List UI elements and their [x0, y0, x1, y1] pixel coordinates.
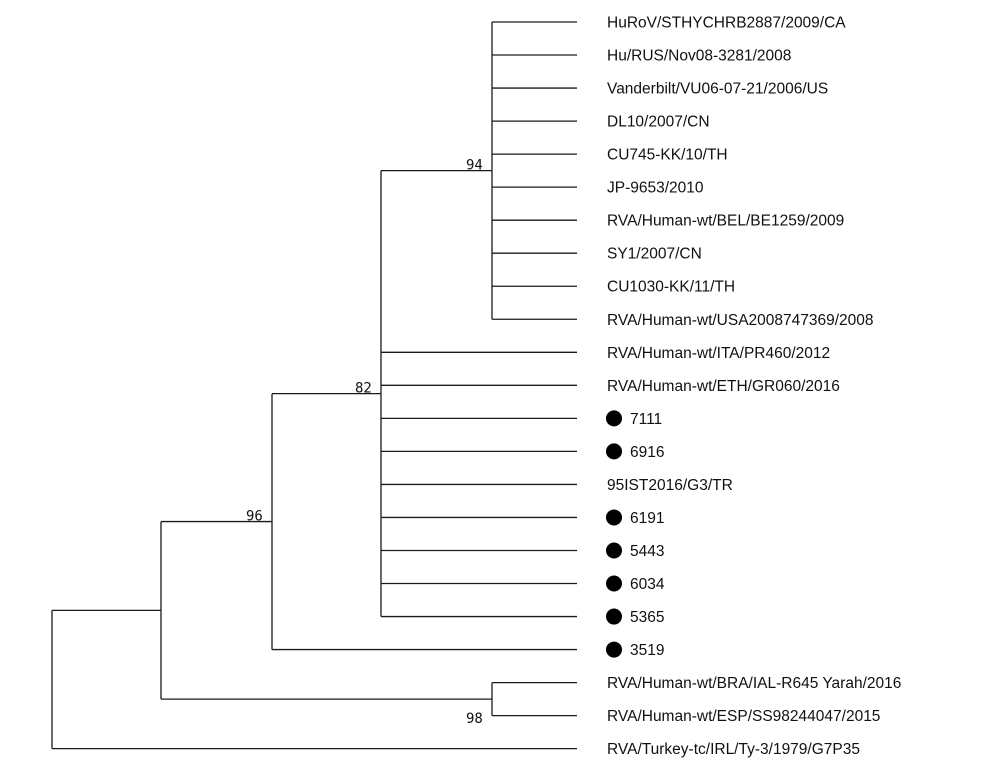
tip-label-t23: RVA/Turkey-tc/IRL/Ty-3/1979/G7P35	[607, 741, 860, 758]
study-sample-marker-t14	[606, 443, 622, 460]
tip-label-t21: RVA/Human-wt/BRA/IAL-R645 Yarah/2016	[607, 675, 901, 692]
tip-label-t1: HuRoV/STHYCHRB2887/2009/CA	[607, 15, 846, 32]
support-value-clade-b: 82	[355, 381, 372, 397]
tip-label-t17: 5443	[630, 543, 664, 560]
tip-label-t19: 5365	[630, 609, 664, 626]
tip-label-t6: JP-9653/2010	[607, 180, 704, 197]
tip-label-t4: DL10/2007/CN	[607, 114, 710, 131]
tip-markers	[606, 410, 622, 658]
study-sample-marker-t19	[606, 608, 622, 625]
tip-label-t13: 7111	[630, 411, 662, 428]
tip-label-t20: 3519	[630, 642, 664, 659]
study-sample-marker-t13	[606, 410, 622, 427]
tree-branches	[51, 21, 577, 750]
tip-label-t2: Hu/RUS/Nov08-3281/2008	[607, 48, 791, 65]
tip-label-t15: 95IST2016/G3/TR	[607, 477, 733, 494]
support-values: 94 82 96 98	[246, 158, 483, 727]
tip-label-t8: SY1/2007/CN	[607, 246, 702, 263]
tip-label-t14: 6916	[630, 444, 664, 461]
tip-label-t7: RVA/Human-wt/BEL/BE1259/2009	[607, 213, 844, 230]
support-value-clade-c: 96	[246, 509, 263, 525]
tip-label-t18: 6034	[630, 576, 665, 593]
tip-label-t9: CU1030-KK/11/TH	[607, 279, 735, 296]
study-sample-marker-t17	[606, 542, 622, 559]
support-value-clade-e: 98	[466, 711, 483, 727]
support-value-clade-a: 94	[466, 158, 483, 174]
tip-label-t10: RVA/Human-wt/USA2008747369/2008	[607, 312, 874, 329]
study-sample-marker-t18	[606, 575, 622, 592]
tip-label-t3: Vanderbilt/VU06-07-21/2006/US	[607, 81, 828, 98]
tip-label-t22: RVA/Human-wt/ESP/SS98244047/2015	[607, 708, 880, 725]
tip-label-t12: RVA/Human-wt/ETH/GR060/2016	[607, 378, 840, 395]
study-sample-marker-t20	[606, 641, 622, 658]
tip-label-t5: CU745-KK/10/TH	[607, 147, 728, 164]
tip-label-t11: RVA/Human-wt/ITA/PR460/2012	[607, 345, 830, 362]
tip-label-t16: 6191	[630, 510, 664, 527]
tip-labels: HuRoV/STHYCHRB2887/2009/CA Hu/RUS/Nov08-3…	[607, 15, 901, 759]
study-sample-marker-t16	[606, 509, 622, 526]
